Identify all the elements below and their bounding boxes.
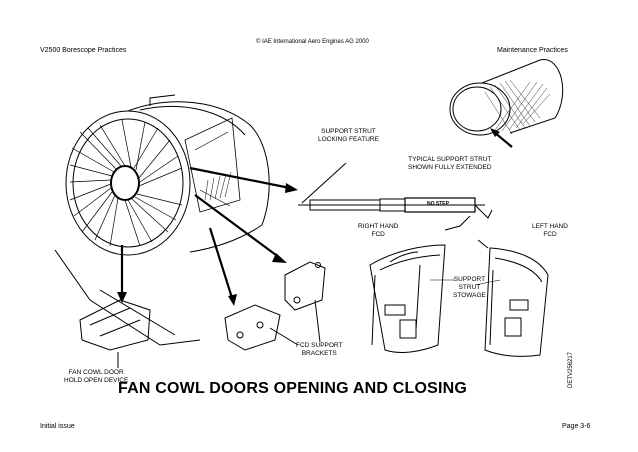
right-hand-fcd-drawing [369,244,446,353]
left-hand-fcd-drawing [477,239,549,357]
engine-fan-drawing [54,94,270,346]
footer-left: Initial issue [40,423,75,430]
support-strut-drawing [298,162,493,231]
figure-code: DETV256217 [568,351,574,388]
label-support-strut-stowage: SUPPORT STRUT STOWAGE [453,276,486,299]
label-no-step: NO STEP [427,201,449,207]
label-support-strut-locking: SUPPORT STRUT LOCKING FEATURE [318,128,379,143]
hold-open-device-drawing [79,299,151,368]
label-fcd-support-brackets: FCD SUPPORT BRACKETS [296,342,343,357]
header-right: Maintenance Practices [497,47,568,54]
header-copyright: © IAE International Aero Engines AG 2000 [256,39,369,45]
label-right-hand-fcd: RIGHT HAND FCD [358,223,399,238]
page-title: FAN COWL DOORS OPENING AND CLOSING [118,380,468,397]
footer-page-number: Page 3-6 [562,423,591,430]
fcd-support-brackets-drawing [224,261,326,351]
label-fan-cowl-hold-open: FAN COWL DOOR HOLD OPEN DEVICE [64,369,129,384]
label-typical-support-strut: TYPICAL SUPPORT STRUT SHOWN FULLY EXTEND… [408,156,492,171]
small-engine-drawing [449,59,564,136]
label-left-hand-fcd: LEFT HAND FCD [532,223,568,238]
arrowheads [117,128,500,306]
header-left: V2500 Borescope Practices [40,47,127,54]
